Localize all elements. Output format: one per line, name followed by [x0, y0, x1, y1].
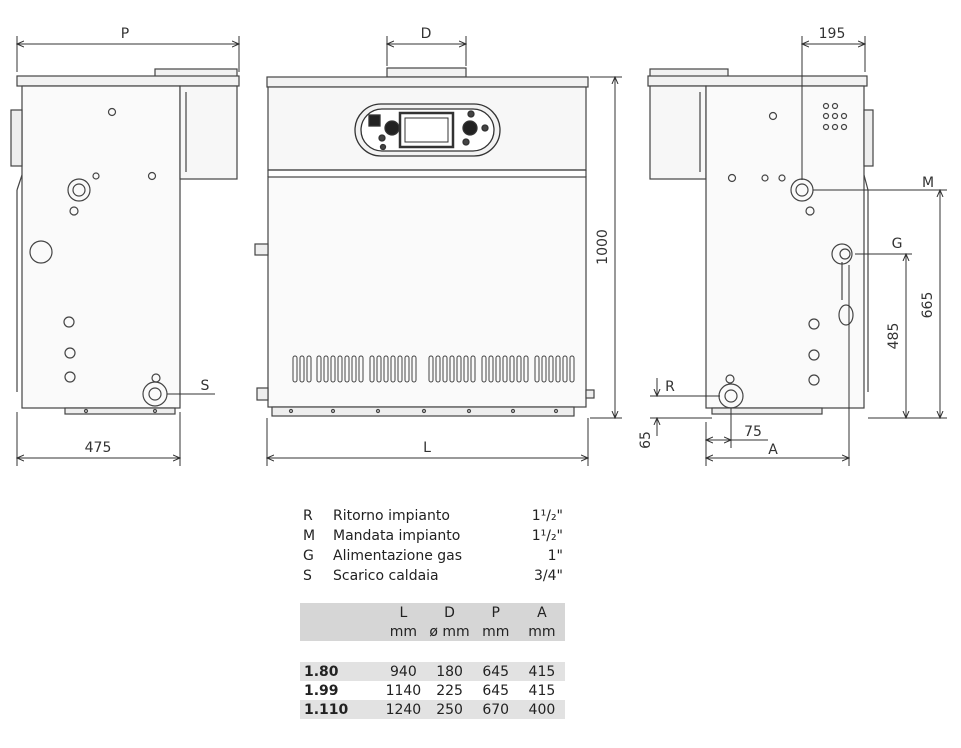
table-unit: mm [472, 622, 519, 641]
table-unit: ø mm [426, 622, 473, 641]
dim-label-P: P [121, 26, 129, 42]
table-row: 1.110 1240 250 670 400 [300, 700, 565, 719]
value-cell: 415 [518, 662, 565, 681]
dim-label-475: 475 [85, 440, 112, 456]
legend-code: S [303, 568, 312, 584]
value-cell: 1140 [385, 682, 422, 699]
table-header-A: A [518, 603, 565, 622]
dim-label-R: R [665, 379, 675, 395]
table-units-row: mm ø mm mm mm [300, 622, 565, 641]
value-cell: 940 [380, 662, 427, 681]
legend-row-R: R Ritorno impianto 1¹/₂" [303, 506, 563, 526]
legend-row-M: M Mandata impianto 1¹/₂" [303, 526, 563, 546]
model-cell: 1.110 [300, 700, 381, 719]
legend-size: 1" [547, 548, 563, 564]
legend-name: Scarico caldaia [333, 568, 439, 584]
legend-name: Mandata impianto [333, 528, 461, 544]
value-cell: 1240 [380, 700, 427, 719]
left-side-view [10, 68, 240, 415]
front-view-dimensions [267, 36, 622, 466]
legend-name: Ritorno impianto [333, 508, 450, 524]
dim-label-M: M [922, 175, 934, 191]
dim-label-S: S [201, 378, 210, 394]
table-header-blank [300, 603, 381, 622]
dim-label-D: D [421, 26, 432, 42]
value-cell: 225 [436, 682, 463, 699]
table-header-row: L D P A [300, 603, 565, 622]
legend-name: Alimentazione gas [333, 548, 463, 564]
table-row: 1.80 940 180 645 415 [300, 662, 565, 681]
table-spacer [300, 641, 565, 662]
value-cell: 670 [472, 700, 519, 719]
table-row: 1.99 1140 225 645 415 [300, 681, 565, 700]
value-cell: 645 [472, 662, 519, 681]
model-cell: 1.99 [304, 682, 339, 699]
legend-size: 3/4" [534, 568, 563, 584]
dim-label-L: L [423, 440, 431, 456]
dim-label-A: A [768, 442, 778, 458]
connections-legend: R Ritorno impianto 1¹/₂" M Mandata impia… [303, 506, 563, 586]
legend-row-G: G Alimentazione gas 1" [303, 546, 563, 566]
boiler-dimension-drawing: P 475 S [10, 26, 947, 466]
legend-size: 1¹/₂" [531, 508, 563, 524]
legend-code: R [303, 508, 313, 524]
ventilation-louvres [292, 355, 575, 383]
dim-label-195: 195 [819, 26, 846, 42]
left-view-dimensions [17, 36, 239, 466]
value-cell: 180 [426, 662, 473, 681]
right-view-dimensions [650, 36, 947, 466]
value-cell: 645 [482, 682, 510, 699]
dim-label-665: 665 [920, 292, 936, 319]
right-side-view [647, 68, 874, 415]
value-cell: 250 [426, 700, 473, 719]
table-unit: mm [518, 622, 565, 641]
control-panel [354, 103, 501, 157]
dim-label-75: 75 [744, 424, 762, 440]
table-header-L: L [380, 603, 427, 622]
legend-row-S: S Scarico caldaia 3/4" [303, 566, 563, 586]
table-header-P: P [472, 603, 519, 622]
legend-size: 1¹/₂" [531, 528, 563, 544]
dim-label-65: 65 [638, 431, 654, 449]
table-unit: mm [380, 622, 427, 641]
dim-label-485: 485 [886, 323, 902, 350]
table-header-D: D [426, 603, 473, 622]
legend-code: G [303, 548, 314, 564]
legend-code: M [303, 528, 316, 544]
model-cell: 1.80 [300, 662, 381, 681]
value-cell: 415 [528, 682, 556, 699]
dim-label-1000: 1000 [595, 229, 611, 265]
value-cell: 400 [518, 700, 565, 719]
table-units-blank [300, 622, 381, 641]
dimensions-table: L D P A mm ø mm mm mm 1.80 940 180 645 4… [300, 603, 565, 719]
dim-label-G: G [892, 236, 903, 252]
